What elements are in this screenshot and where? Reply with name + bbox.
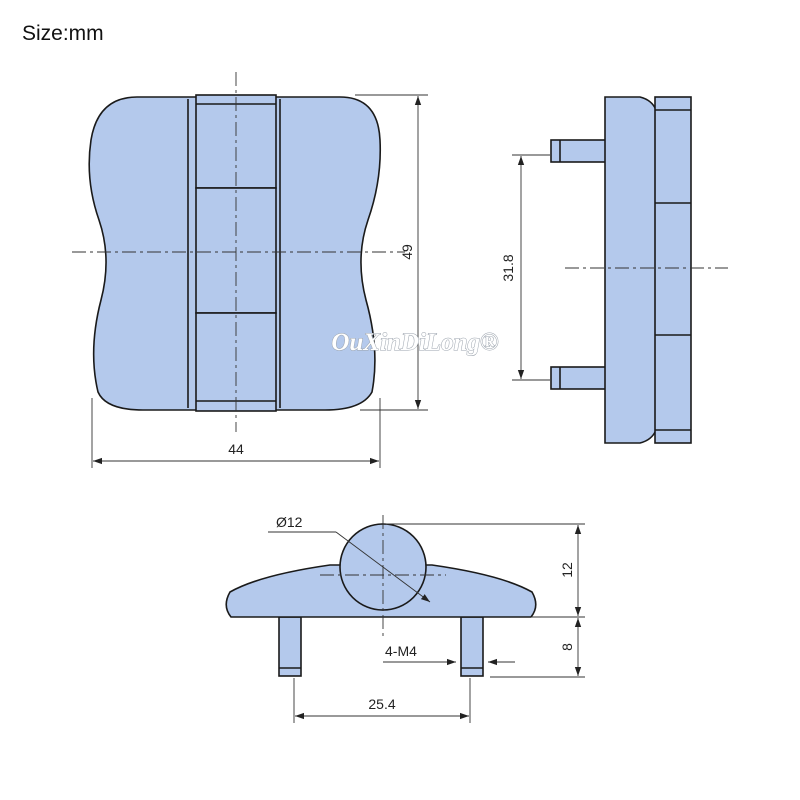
front-view: 44 49 xyxy=(72,72,428,468)
stud-left xyxy=(278,616,302,677)
bottom-view: Ø12 12 8 4-M4 25.4 xyxy=(225,514,585,723)
diameter-dimension-text: Ø12 xyxy=(276,514,303,530)
width-dimension-text: 44 xyxy=(228,441,244,457)
side-knuckle-strip xyxy=(654,96,692,444)
height-dimension-text: 49 xyxy=(399,244,415,260)
stud-right xyxy=(460,616,484,677)
stud-length-dimension-text: 8 xyxy=(559,643,575,651)
side-leaf-body xyxy=(604,96,657,444)
diameter-leader-diagonal xyxy=(335,531,431,603)
stud-spacing-dimension-text: 25.4 xyxy=(368,696,395,712)
hole-spacing-dimension-text: 31.8 xyxy=(500,254,516,281)
thread-spec-text: 4-M4 xyxy=(385,643,417,659)
knuckle-height-dimension-text: 12 xyxy=(559,562,575,578)
size-unit-label: Size:mm xyxy=(22,22,104,45)
side-view: 31.8 xyxy=(500,96,728,444)
brand-watermark: OuXinDiLong® xyxy=(331,329,498,356)
